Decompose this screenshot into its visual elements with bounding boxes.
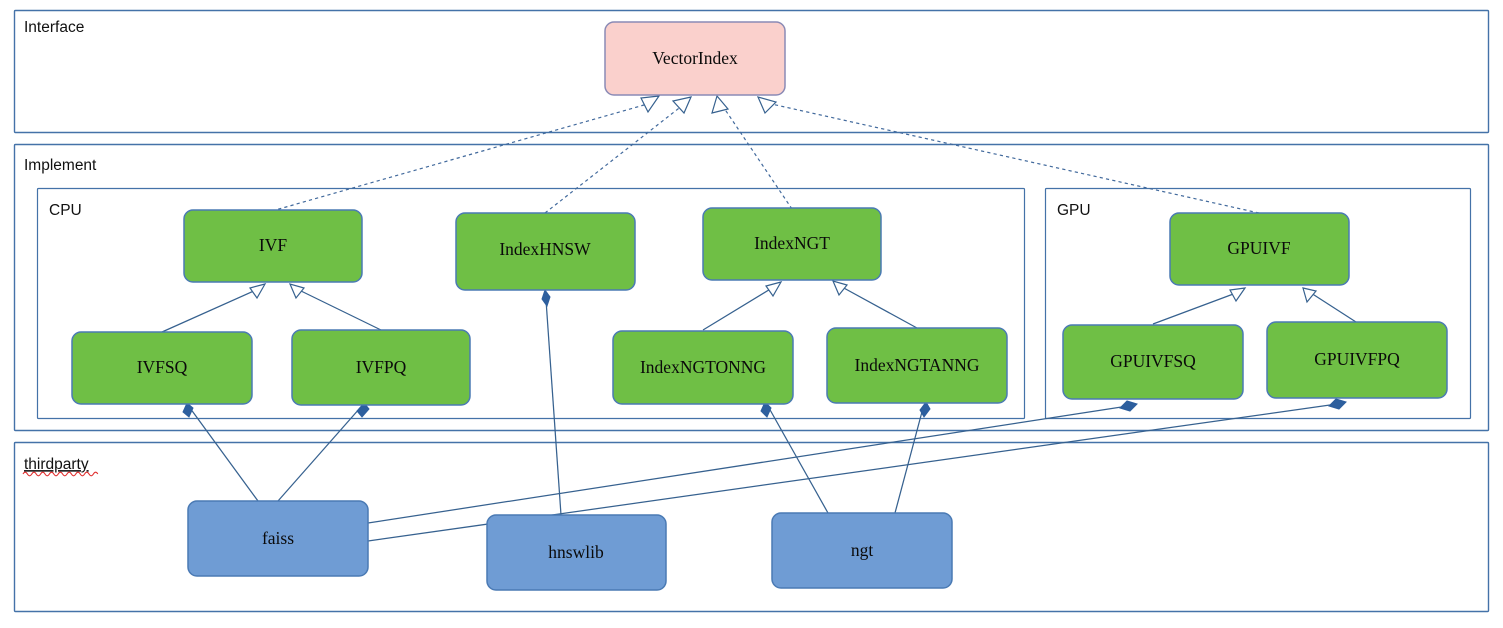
thirdparty-frame <box>13 441 1490 613</box>
gpuivfsq-label: GPUIVFSQ <box>1110 351 1196 371</box>
edge-faiss-to-gpuivfsq <box>367 400 1138 524</box>
gpuivf-box[interactable] <box>1169 212 1350 286</box>
node-indexngtanng[interactable]: IndexNGTANNG <box>826 327 1008 404</box>
node-indexngtonng[interactable]: IndexNGTONNG <box>612 330 794 405</box>
node-hnswlib[interactable]: hnswlib <box>486 514 667 591</box>
edge-gpuivf-to-vectorindex <box>756 96 1260 214</box>
indexhnsw-label: IndexHNSW <box>499 239 591 259</box>
ivfpq-box[interactable] <box>291 329 471 406</box>
edge-hnswlib-to-indexhnsw <box>541 288 562 516</box>
edge-indexngtonng-to-indexngt <box>702 281 783 331</box>
indexngtanng-box[interactable] <box>826 327 1008 404</box>
node-gpuivfpq[interactable]: GPUIVFPQ <box>1266 321 1448 399</box>
edge-indexhnsw-to-vectorindex <box>544 96 693 214</box>
indexhnsw-box[interactable] <box>455 212 636 291</box>
edge-ngt-to-indexngtonng <box>760 401 829 514</box>
node-vectorindex[interactable]: VectorIndex <box>604 21 786 96</box>
ngt-box[interactable] <box>771 512 953 589</box>
implement-group-label: Implement <box>24 157 97 174</box>
gpuivfpq-label: GPUIVFPQ <box>1314 349 1400 369</box>
hnswlib-box[interactable] <box>486 514 667 591</box>
indexngtonng-label: IndexNGTONNG <box>640 357 766 377</box>
faiss-label: faiss <box>262 528 294 548</box>
node-faiss[interactable]: faiss <box>187 500 369 577</box>
edge-ivfpq-to-ivf <box>288 283 382 331</box>
node-gpuivf[interactable]: GPUIVF <box>1169 212 1350 286</box>
ivfpq-label: IVFPQ <box>356 357 407 377</box>
node-ivfsq[interactable]: IVFSQ <box>71 331 253 405</box>
thirdparty-group-label: thirdparty <box>24 456 89 473</box>
gpu-group-label: GPU <box>1057 202 1091 219</box>
edge-gpuivfpq-to-gpuivf <box>1302 287 1357 323</box>
ivfsq-box[interactable] <box>71 331 253 405</box>
node-indexngt[interactable]: IndexNGT <box>702 207 882 281</box>
edge-indexngt-to-vectorindex <box>711 94 793 210</box>
gpuivfsq-box[interactable] <box>1062 324 1244 400</box>
ngt-label: ngt <box>851 540 874 560</box>
node-ngt[interactable]: ngt <box>771 512 953 589</box>
edge-gpuivfsq-to-gpuivf <box>1152 287 1247 325</box>
vectorindex-box[interactable] <box>604 21 786 96</box>
node-indexhnsw[interactable]: IndexHNSW <box>455 212 636 291</box>
ivf-label: IVF <box>259 235 287 255</box>
edge-faiss-to-ivfpq <box>277 402 370 502</box>
thirdparty-spellcheck-underline <box>22 471 99 477</box>
edge-faiss-to-ivfsq <box>182 402 259 502</box>
indexngtonng-box[interactable] <box>612 330 794 405</box>
ivf-box[interactable] <box>183 209 363 283</box>
indexngtanng-label: IndexNGTANNG <box>855 355 980 375</box>
gpuivf-label: GPUIVF <box>1227 238 1290 258</box>
hnswlib-label: hnswlib <box>548 542 604 562</box>
indexngt-label: IndexNGT <box>754 233 830 253</box>
node-ivfpq[interactable]: IVFPQ <box>291 329 471 406</box>
node-gpuivfsq[interactable]: GPUIVFSQ <box>1062 324 1244 400</box>
faiss-box[interactable] <box>187 500 369 577</box>
gpuivfpq-box[interactable] <box>1266 321 1448 399</box>
edge-ivf-to-vectorindex <box>271 95 661 212</box>
interface-group-label: Interface <box>24 19 84 36</box>
indexngt-box[interactable] <box>702 207 882 281</box>
ivfsq-label: IVFSQ <box>137 357 188 377</box>
edge-ngt-to-indexngtanng <box>894 401 931 514</box>
node-ivf[interactable]: IVF <box>183 209 363 283</box>
group-thirdparty: thirdparty <box>13 441 1490 613</box>
edge-ivfsq-to-ivf <box>161 283 267 333</box>
edge-indexngtanng-to-indexngt <box>831 280 918 329</box>
cpu-group-label: CPU <box>49 202 82 219</box>
vectorindex-label: VectorIndex <box>652 48 738 68</box>
